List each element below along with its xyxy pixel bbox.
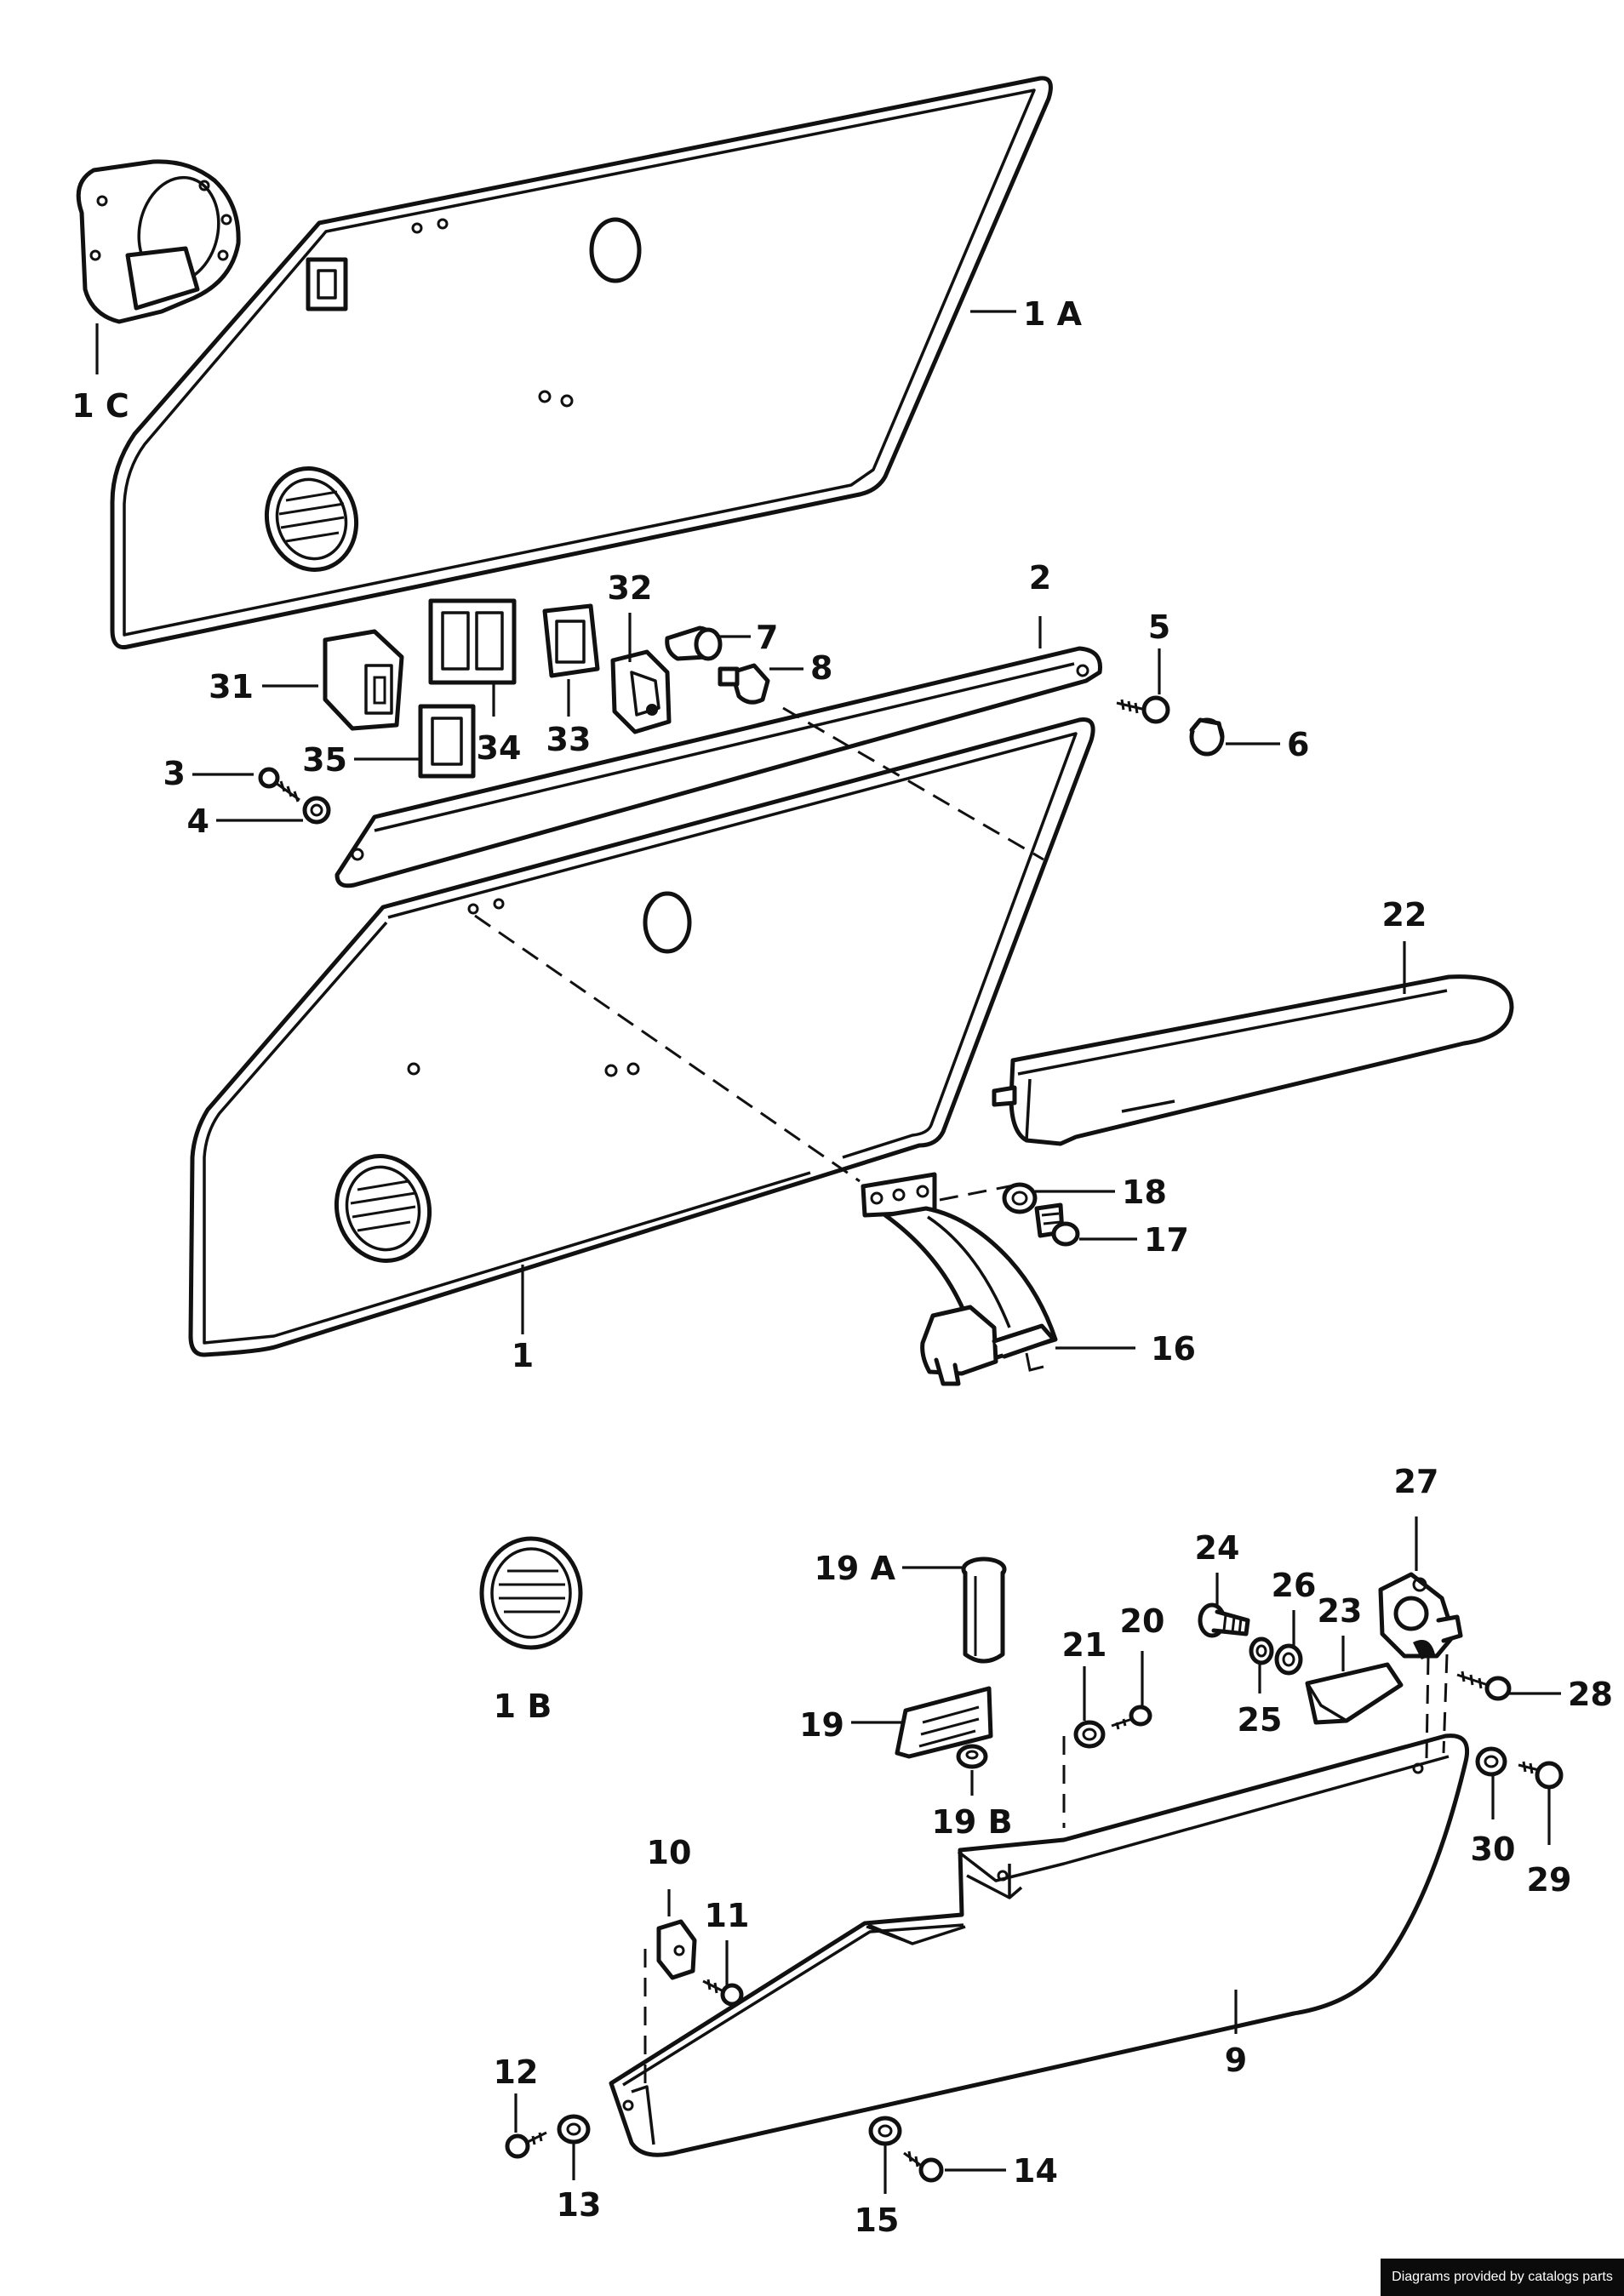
label-21: 21	[1062, 1626, 1107, 1664]
pin-19a	[961, 1556, 1007, 1664]
bracket-16	[861, 1172, 1058, 1386]
label-28: 28	[1568, 1676, 1613, 1713]
washer-25	[1249, 1636, 1274, 1665]
latch-27	[1378, 1572, 1463, 1659]
assembly-lines	[474, 706, 1449, 2092]
speaker-housing-1c	[76, 159, 241, 324]
label-31: 31	[209, 668, 254, 705]
clip-7	[665, 625, 723, 661]
speaker-grille-1	[334, 1154, 432, 1263]
screw-14	[903, 2150, 944, 2183]
washer-21	[1073, 1720, 1106, 1749]
washer-30	[1475, 1746, 1507, 1777]
leader-lines	[95, 310, 1561, 2194]
label-3: 3	[163, 755, 186, 792]
label-1b: 1 B	[494, 1688, 552, 1725]
label-19a: 19 A	[814, 1550, 895, 1587]
label-1a: 1 A	[1023, 295, 1083, 333]
label-15: 15	[855, 2202, 900, 2239]
armrest-22	[992, 974, 1514, 1146]
label-4: 4	[187, 802, 209, 840]
door-panel-1a	[110, 76, 1053, 650]
washer-26	[1274, 1643, 1303, 1676]
label-35: 35	[302, 741, 347, 779]
speaker-grille-1a	[264, 466, 359, 572]
label-1: 1	[512, 1337, 534, 1374]
screw-12	[505, 2131, 547, 2159]
wedge-23	[1305, 1662, 1404, 1725]
label-20: 20	[1120, 1602, 1165, 1640]
washer-15	[868, 2116, 902, 2146]
clip-19b	[956, 1744, 988, 1769]
door-pocket-9	[609, 1733, 1469, 2157]
switch-31	[323, 629, 404, 731]
label-32: 32	[608, 569, 653, 607]
label-7: 7	[756, 619, 778, 656]
switch-35	[418, 704, 476, 779]
cap-6	[1189, 717, 1225, 757]
washer-13	[557, 2114, 591, 2145]
switch-34	[428, 598, 517, 685]
speaker-grille-1b	[479, 1536, 583, 1650]
label-24: 24	[1195, 1529, 1240, 1567]
screw-28	[1456, 1671, 1512, 1701]
washer-4	[302, 796, 331, 825]
label-26: 26	[1272, 1567, 1317, 1604]
label-6: 6	[1287, 726, 1309, 763]
label-11: 11	[705, 1897, 750, 1934]
label-16: 16	[1151, 1330, 1196, 1368]
label-25: 25	[1238, 1701, 1283, 1739]
label-1c: 1 C	[71, 387, 129, 425]
label-13: 13	[557, 2186, 602, 2224]
label-2: 2	[1029, 559, 1051, 597]
label-22: 22	[1382, 896, 1427, 934]
credit-badge[interactable]: Diagrams provided by catalogs parts	[1381, 2259, 1624, 2296]
label-30: 30	[1471, 1831, 1516, 1868]
screw-20	[1111, 1705, 1152, 1730]
trim-piece-19	[895, 1686, 993, 1759]
screw-5	[1116, 695, 1170, 724]
callout-labels: 1 C 1 A 2 3 4 5 6 7 8 31 32 33 34 35 1 2…	[71, 295, 1613, 2239]
switch-32	[610, 649, 672, 734]
bolt-24	[1198, 1602, 1250, 1638]
trim-strip-2	[335, 646, 1102, 888]
clip-10	[656, 1919, 697, 1980]
label-5: 5	[1148, 608, 1170, 646]
screw-3	[258, 767, 300, 802]
label-18: 18	[1122, 1174, 1167, 1211]
label-19: 19	[799, 1706, 844, 1744]
label-14: 14	[1013, 2152, 1058, 2190]
label-8: 8	[810, 649, 832, 687]
label-23: 23	[1318, 1592, 1363, 1630]
label-33: 33	[546, 721, 592, 758]
screw-11	[702, 1979, 744, 2007]
switch-33	[542, 603, 600, 678]
screw-29	[1518, 1761, 1564, 1790]
label-29: 29	[1527, 1861, 1572, 1899]
label-19b: 19 B	[931, 1803, 1012, 1841]
label-9: 9	[1225, 2042, 1247, 2079]
label-27: 27	[1394, 1463, 1439, 1500]
bolt-17	[1034, 1202, 1080, 1247]
label-12: 12	[494, 2053, 539, 2091]
label-34: 34	[477, 729, 522, 767]
plug-8	[718, 663, 770, 705]
door-panel-1	[188, 717, 1095, 1357]
label-17: 17	[1144, 1221, 1189, 1259]
washer-18	[1002, 1182, 1038, 1214]
label-10: 10	[647, 1834, 692, 1871]
